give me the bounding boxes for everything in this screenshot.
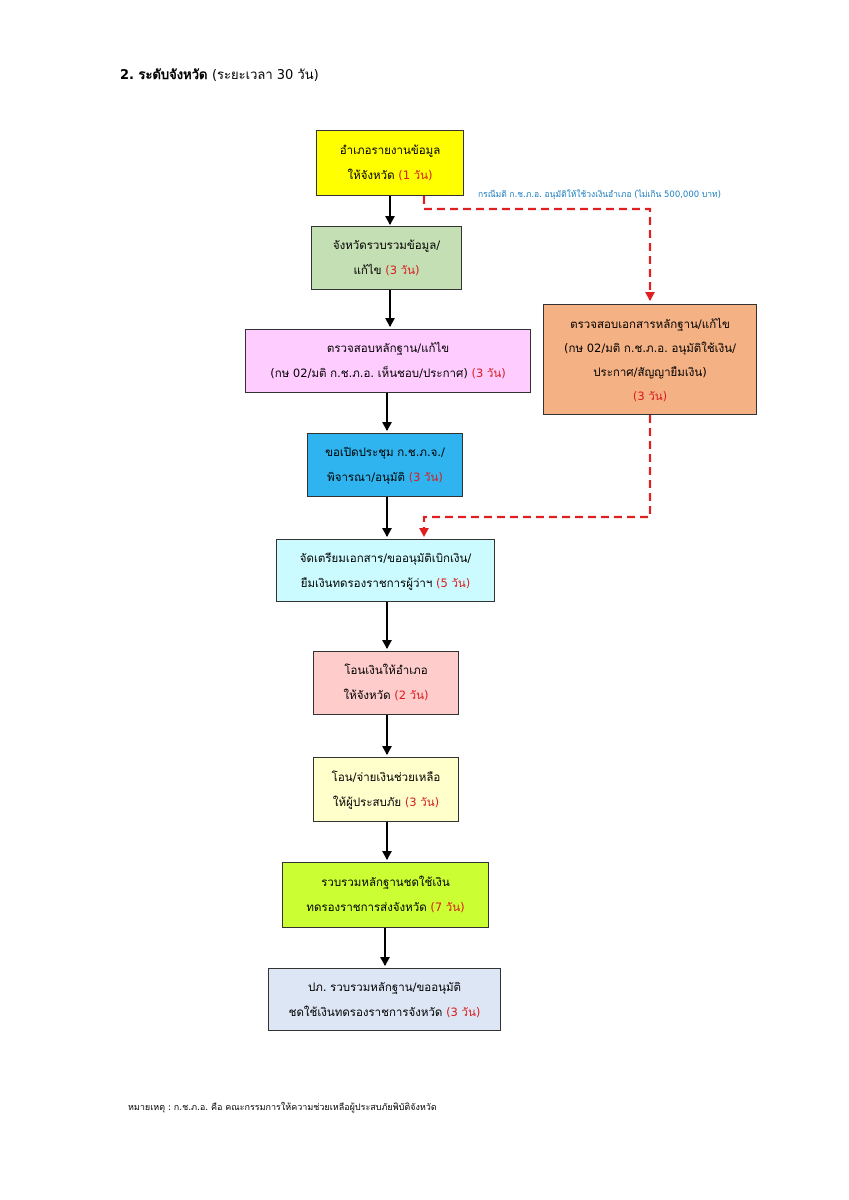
step-4-days: (3 วัน) [408, 470, 443, 484]
branch-line3: ประกาศ/สัญญายืมเงิน) [593, 364, 707, 379]
step-5-days: (5 วัน) [436, 575, 471, 590]
step-2-province-collect: จังหวัดรวบรวมข้อมูล/ แก้ไข (3 วัน) [311, 226, 462, 290]
step-4-line1: ขอเปิดประชุม ก.ช.ภ.จ./ [325, 445, 445, 459]
step-7-days: (3 วัน) [404, 794, 440, 809]
step-6-days: (2 วัน) [394, 688, 429, 702]
step-9-days: (3 วัน) [446, 1004, 481, 1019]
step-5-prepare-documents: จัดเตรียมเอกสาร/ขออนุมัติเบิกเงิน/ ยืมเง… [276, 539, 495, 602]
step-2-days: (3 วัน) [385, 263, 420, 277]
step-8-collect-reimbursement: รวบรวมหลักฐานชดใช้เงิน ทดรองราชการส่งจัง… [282, 862, 489, 928]
step-4-line2: พิจารณา/อนุมัติ [327, 470, 405, 484]
step-9-dpm-approval: ปภ. รวบรวมหลักฐาน/ขออนุมัติ ชดใช้เงินทดร… [268, 968, 501, 1031]
branch-line2: (กษ 02/มติ ก.ช.ภ.อ. อนุมัติใช้เงิน/ [564, 340, 736, 355]
branch-days: (3 วัน) [632, 388, 668, 403]
step-4-request-meeting: ขอเปิดประชุม ก.ช.ภ.จ./ พิจารณา/อนุมัติ (… [307, 433, 463, 497]
step-5-line2: ยืมเงินทดรองราชการผู้ว่าฯ [300, 575, 433, 590]
step-3-line1: ตรวจสอบหลักฐาน/แก้ไข [326, 341, 450, 355]
title-duration: (ระยะเวลา 30 วัน) [211, 68, 319, 83]
step-3-days: (3 วัน) [471, 366, 506, 380]
step-7-line2: ให้ผู้ประสบภัย [332, 794, 402, 809]
page-title: 2. ระดับจังหวัด (ระยะเวลา 30 วัน) [120, 64, 319, 85]
step-1-district-report: อำเภอรายงานข้อมูล ให้จังหวัด (1 วัน) [316, 130, 464, 196]
step-7-line1: โอน/จ่ายเงินช่วยเหลือ [331, 769, 441, 784]
step-7-pay-victims: โอน/จ่ายเงินช่วยเหลือ ให้ผู้ประสบภัย (3 … [313, 757, 459, 822]
step-6-line2: ให้จังหวัด [343, 688, 391, 702]
step-3-verify-evidence: ตรวจสอบหลักฐาน/แก้ไข (กษ 02/มติ ก.ช.ภ.อ.… [245, 329, 531, 393]
step-2-line1: จังหวัดรวบรวมข้อมูล/ [332, 238, 441, 252]
step-9-line2: ชดใช้เงินทดรองราชการจังหวัด [288, 1004, 443, 1019]
step-5-line1: จัดเตรียมเอกสาร/ขออนุมัติเบิกเงิน/ [299, 550, 472, 565]
title-main: 2. ระดับจังหวัด [120, 68, 208, 83]
branch-condition-note: กรณีมติ ก.ช.ภ.อ. อนุมัติให้ใช้วงเงินอำเภ… [478, 190, 721, 200]
branch-line1: ตรวจสอบเอกสารหลักฐาน/แก้ไข [570, 316, 730, 331]
branch-verify-documents: ตรวจสอบเอกสารหลักฐาน/แก้ไข (กษ 02/มติ ก.… [543, 304, 757, 415]
step-3-line2: (กษ 02/มติ ก.ช.ภ.อ. เห็นชอบ/ประกาศ) [270, 366, 468, 380]
step-8-days: (7 วัน) [430, 900, 465, 914]
step-6-transfer-money: โอนเงินให้อำเภอ ให้จังหวัด (2 วัน) [313, 651, 459, 715]
step-1-line2: ให้จังหวัด [347, 168, 395, 182]
dashed-arrow-to-branch [422, 196, 655, 301]
step-8-line2: ทดรองราชการส่งจังหวัด [306, 900, 427, 914]
step-8-line1: รวบรวมหลักฐานชดใช้เงิน [321, 875, 450, 889]
footnote: หมายเหตุ : ก.ช.ภ.อ. คือ คณะกรรมการให้ควา… [128, 1103, 437, 1113]
step-1-days: (1 วัน) [398, 168, 433, 182]
step-6-line1: โอนเงินให้อำเภอ [344, 663, 428, 677]
step-9-line1: ปภ. รวบรวมหลักฐาน/ขออนุมัติ [307, 979, 462, 994]
step-2-line2: แก้ไข [353, 263, 382, 277]
dashed-arrow-from-branch [419, 415, 652, 537]
step-1-line1: อำเภอรายงานข้อมูล [339, 143, 441, 157]
